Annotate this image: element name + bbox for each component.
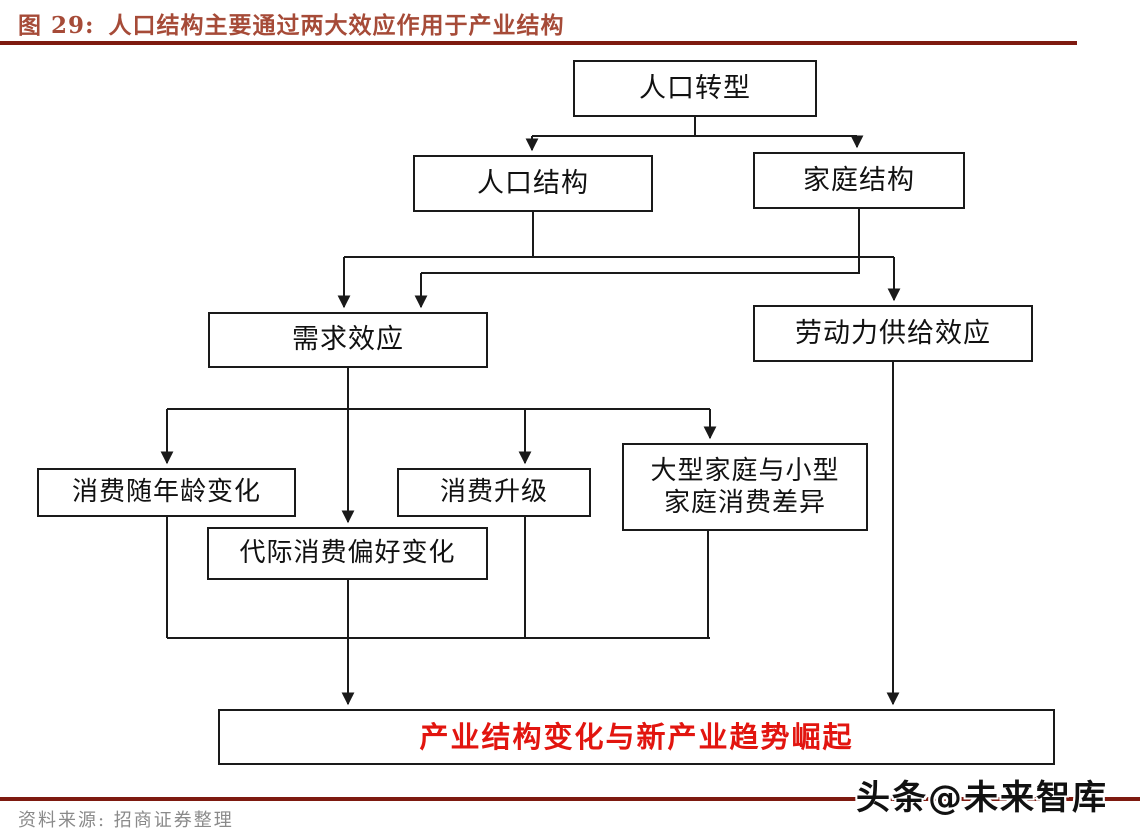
node-family-size-diff-line1: 大型家庭与小型 [650, 455, 840, 486]
edge-family-structure-trunk [421, 209, 860, 274]
figure-header: 图 29: 人口结构主要通过两大效应作用于产业结构 [18, 6, 1098, 40]
node-demand-effect: 需求效应 [208, 312, 488, 368]
node-generational-preference: 代际消费偏好变化 [207, 527, 488, 580]
node-family-size-diff-line2: 家庭消费差异 [663, 488, 826, 518]
header-rule [0, 41, 1077, 45]
figure-title: 图 29: 人口结构主要通过两大效应作用于产业结构 [18, 6, 1098, 40]
node-family-size-diff: 大型家庭与小型 家庭消费差异 [622, 443, 868, 531]
node-population-transition: 人口转型 [573, 60, 817, 117]
node-labor-supply-effect: 劳动力供给效应 [753, 305, 1033, 362]
source-note: 资料来源: 招商证券整理 [18, 810, 234, 831]
figure-label: 图 29: [18, 12, 95, 39]
edge-transition-split [532, 117, 857, 137]
figure-title-text: 人口结构主要通过两大效应作用于产业结构 [108, 12, 565, 39]
footer-rule [0, 797, 1140, 801]
node-family-structure: 家庭结构 [753, 152, 965, 209]
node-population-structure: 人口结构 [413, 155, 653, 212]
node-consumption-age: 消费随年龄变化 [37, 468, 296, 517]
node-outcome: 产业结构变化与新产业趋势崛起 [218, 709, 1055, 765]
watermark-logo: 头条@未来智库 [856, 778, 1108, 818]
node-consumption-upgrade: 消费升级 [397, 468, 591, 517]
edge-population-structure-split [344, 212, 894, 258]
